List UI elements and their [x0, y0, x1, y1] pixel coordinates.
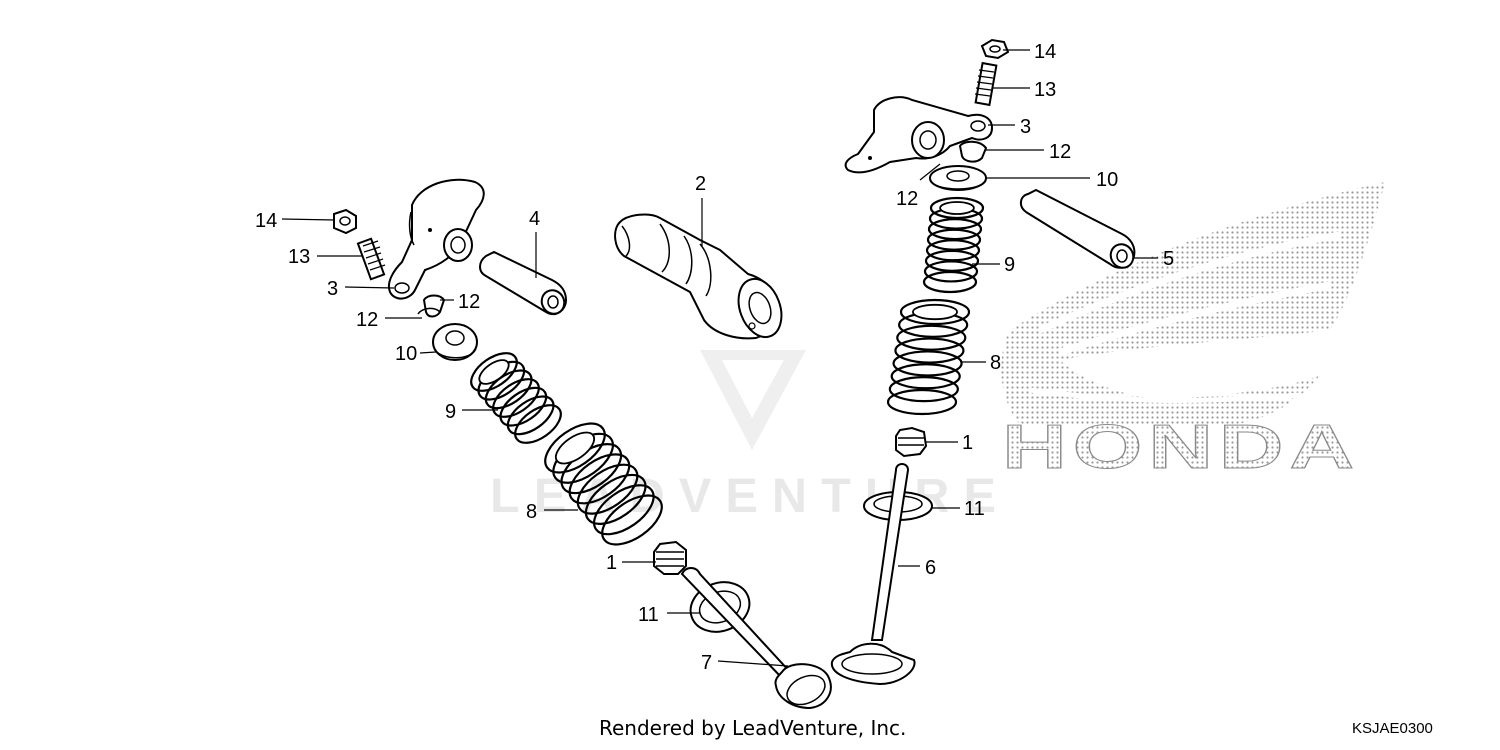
callout-r12a: 12	[1049, 141, 1071, 163]
diagram-code: KSJAE0300	[1352, 720, 1433, 737]
callout-l9: 9	[445, 401, 456, 423]
rendered-by-credit: Rendered by LeadVenture, Inc.	[599, 716, 907, 740]
leader-lines	[281, 49, 1158, 667]
callout-r5: 5	[1163, 248, 1174, 270]
callout-r6: 6	[925, 557, 936, 579]
part-5-rocker-arm-shaft	[1020, 188, 1136, 269]
part-2-camshaft	[614, 213, 783, 340]
callout-r3: 3	[1020, 116, 1031, 138]
callout-l12a: 12	[458, 291, 480, 313]
callout-r8: 8	[990, 352, 1001, 374]
part-1-stem-seal-right	[895, 426, 928, 458]
honda-wing-logo: HONDA	[1001, 182, 1385, 483]
part-7-exhaust-valve	[680, 567, 832, 710]
callout-r11: 11	[964, 498, 985, 520]
part-12-valve-cotter-left	[417, 294, 446, 318]
callout-l2: 2	[695, 173, 706, 195]
callout-l14: 14	[255, 210, 277, 232]
callout-l7: 7	[701, 652, 712, 674]
part-13-adjusting-screw-left	[356, 237, 386, 281]
callout-l13: 13	[288, 246, 310, 268]
part-9-inner-valve-spring-right	[922, 196, 985, 294]
callout-l11: 11	[638, 604, 659, 626]
callout-l4: 4	[529, 208, 540, 230]
part-9-inner-valve-spring-left	[470, 352, 562, 444]
watermark-text: LEADVENTURE	[490, 470, 1010, 523]
honda-brand-text: HONDA	[1002, 413, 1360, 482]
callout-r1: 1	[962, 432, 973, 454]
callout-l1: 1	[606, 552, 617, 574]
part-1-stem-seal-left	[653, 540, 687, 575]
part-12-valve-cotter-right	[958, 140, 988, 163]
part-10-valve-retainer-left	[432, 323, 478, 361]
part-3-rocker-arm-right	[844, 96, 994, 174]
callout-l8: 8	[526, 501, 537, 523]
callout-r14: 14	[1034, 41, 1056, 63]
callout-l3: 3	[327, 278, 338, 300]
callout-r10: 10	[1096, 169, 1118, 191]
part-13-adjusting-screw-right	[974, 61, 998, 107]
part-8-outer-valve-spring-right	[886, 298, 971, 416]
callout-l10: 10	[395, 343, 417, 365]
part-6-intake-valve	[830, 463, 916, 686]
callout-labels: 14 13 3 12 12 10 9 8 1 11 7 4 2 14 13 3 …	[255, 41, 1174, 674]
footer: Rendered by LeadVenture, Inc. KSJAE0300	[0, 716, 1500, 746]
part-3-rocker-arm-left	[388, 178, 485, 300]
callout-l12b: 12	[356, 309, 378, 331]
part-4-rocker-arm-shaft	[479, 250, 568, 316]
callout-r9: 9	[1004, 254, 1015, 276]
part-8-outer-valve-spring-left	[544, 422, 663, 546]
callout-r13: 13	[1034, 79, 1056, 101]
part-14-lock-nut-right	[980, 38, 1010, 60]
part-10-valve-retainer-right	[929, 165, 987, 191]
callout-r12b: 12	[896, 188, 918, 210]
part-14-lock-nut-left	[333, 208, 357, 235]
